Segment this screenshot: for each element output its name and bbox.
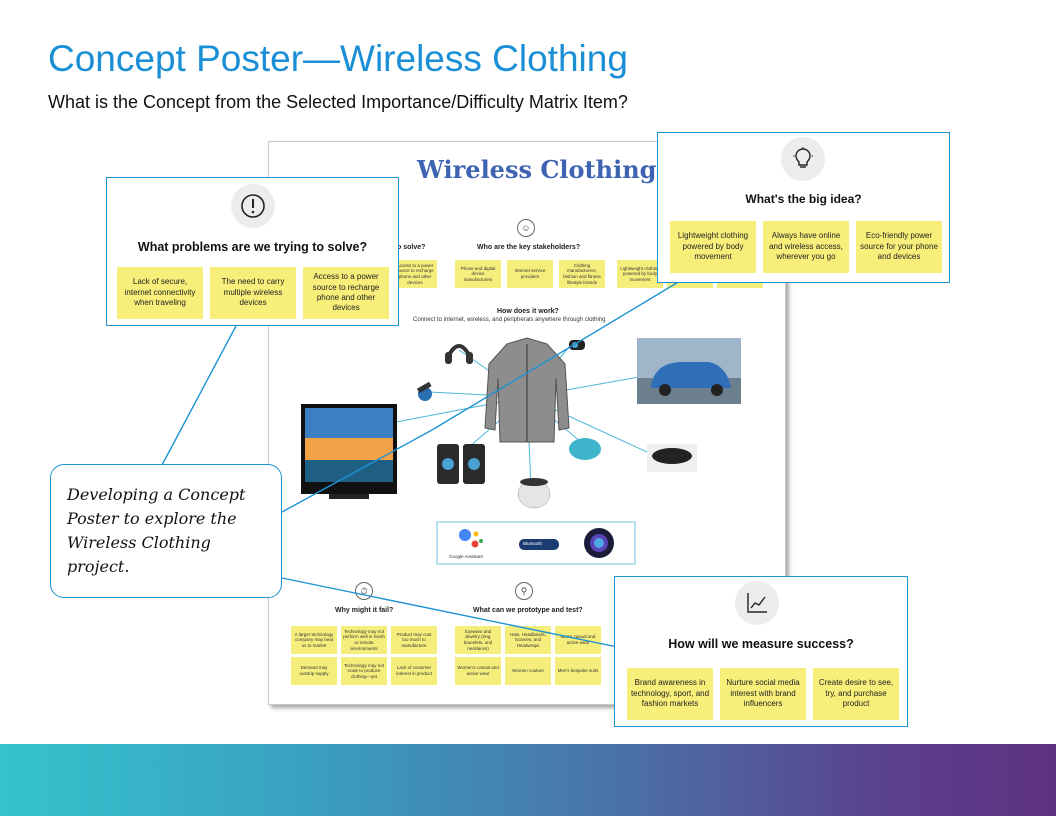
line-chart-icon	[735, 581, 779, 625]
hoodie-graphic	[484, 337, 570, 443]
fail-note: Technology may not perform well in harsh…	[341, 626, 387, 654]
prototype-note: Women's casual and active wear	[455, 657, 501, 685]
devices-diagram	[301, 337, 741, 565]
google-assistant-label: Google Assistant	[449, 554, 483, 559]
siri-logo	[584, 528, 614, 558]
callout-problems: What problems are we trying to solve? La…	[106, 177, 399, 326]
footer-gradient-band	[0, 744, 1056, 816]
how-heading: How does it work?	[497, 308, 559, 315]
headphones-graphic	[445, 344, 473, 364]
tv-graphic	[301, 404, 397, 499]
exclamation-icon	[231, 184, 275, 228]
smartwatch-graphic	[416, 381, 432, 401]
fail-note: A larger technology company may beat us …	[291, 626, 337, 654]
problem-note: The need to carry multiple wireless devi…	[210, 267, 296, 319]
speakers-graphic	[437, 444, 485, 484]
fail-heading: Why might it fail?	[335, 607, 394, 614]
note-callout: Developing a Concept Poster to explore t…	[50, 464, 282, 598]
stakeholders-heading: Who are the key stakeholders?	[477, 244, 581, 251]
prototype-icon: ⚲	[515, 582, 533, 600]
stakeholder-note: Internet service providers	[507, 260, 553, 288]
idea-note: Always have online and wireless access, …	[763, 221, 849, 273]
car-graphic	[637, 338, 741, 404]
poster-solve-heading-partial: o solve?	[397, 244, 426, 251]
prototype-note: Women couture	[505, 657, 551, 685]
problems-heading: What problems are we trying to solve?	[137, 240, 368, 254]
round-speaker-graphic	[517, 478, 551, 509]
callout-measure-success: How will we measure success? Brand aware…	[614, 576, 908, 727]
how-text: Connect to internet, wireless, and perip…	[413, 317, 606, 323]
bluetooth-speaker-graphic	[569, 438, 601, 460]
measure-note: Nurture social media interest with brand…	[720, 668, 806, 720]
prototype-note: Eyewear and Jewelry (ring, bracelets, an…	[455, 626, 501, 654]
idea-heading: What's the big idea?	[745, 192, 862, 206]
problem-note: Access to a power source to recharge pho…	[303, 267, 389, 319]
measure-note: Create desire to see, try, and purchase …	[813, 668, 899, 720]
poster-idea-note: Lightweight clothing powered by body mov…	[617, 260, 663, 288]
echo-dot-graphic	[647, 444, 697, 472]
poster-problem-note: Access to a power source to recharge pho…	[393, 260, 437, 288]
lightbulb-icon	[781, 137, 825, 181]
stakeholder-note: Phone and digital device manufacturers	[455, 260, 501, 288]
slide-subtitle: What is the Concept from the Selected Im…	[48, 92, 628, 112]
note-text: Developing a Concept Poster to explore t…	[67, 485, 246, 576]
prototype-heading: What can we prototype and test?	[473, 607, 583, 614]
prototype-note: Hats, Headbands, Scarves, and Headwraps	[505, 626, 551, 654]
prototype-note: Men's bespoke suits	[555, 657, 601, 685]
fail-note: Lack of customer interest in product	[391, 657, 437, 685]
stakeholders-icon: ☺	[517, 219, 535, 237]
fail-note: Demand may outstrip supply	[291, 657, 337, 685]
poster-title: Wireless Clothing	[417, 155, 657, 184]
fail-note: Product may cost too much to manufacture	[391, 626, 437, 654]
slide-title: Concept Poster—Wireless Clothing	[48, 38, 628, 79]
bluetooth-logo	[519, 539, 559, 550]
google-assistant-logo	[459, 529, 483, 548]
stakeholder-note: Clothing manufacturers, fashion and fitn…	[559, 260, 605, 288]
bluetooth-label: Bluetooth	[523, 541, 543, 546]
prototype-note: Men's casual and active wear	[555, 626, 601, 654]
callout-big-idea: What's the big idea? Lightweight clothin…	[657, 132, 950, 283]
measure-heading: How will we measure success?	[668, 637, 854, 651]
concept-poster: Wireless Clothing o solve? Access to a p…	[268, 141, 786, 705]
problem-note: Lack of secure, internet connectivity wh…	[117, 267, 203, 319]
idea-note: Eco-friendly power source for your phone…	[856, 221, 942, 273]
fail-icon: ⏱	[355, 582, 373, 600]
fail-note: Technology may not scale to produce clot…	[341, 657, 387, 685]
idea-note: Lightweight clothing powered by body mov…	[670, 221, 756, 273]
measure-note: Brand awareness in technology, sport, an…	[627, 668, 713, 720]
